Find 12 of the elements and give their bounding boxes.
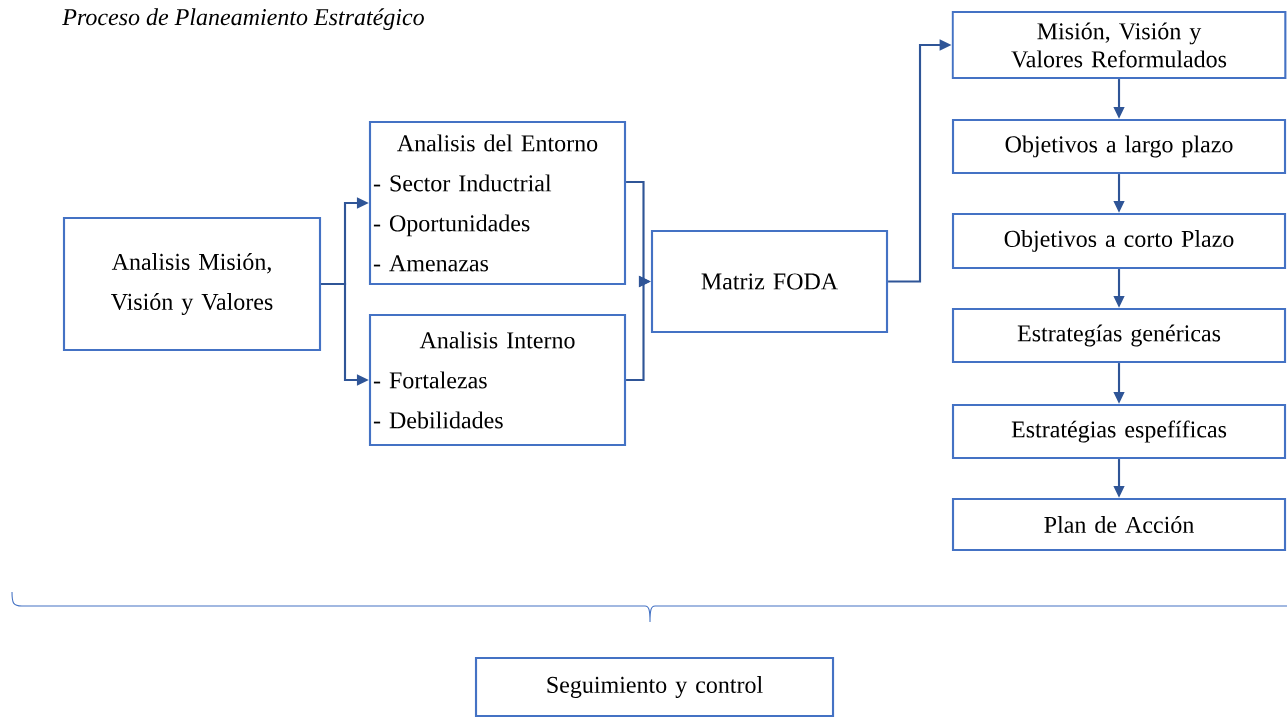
process-box: Misión, Visión y Valores Reformulados bbox=[951, 10, 1287, 80]
process-box: Estrategías genéricas bbox=[951, 307, 1287, 364]
process-box: Objetivos a corto Plazo bbox=[951, 212, 1287, 270]
process-box: Seguimiento y control bbox=[474, 656, 835, 718]
process-box: Estratégias espefíficas bbox=[951, 403, 1287, 460]
process-box: Matriz FODA bbox=[650, 229, 889, 334]
process-box: Analisis Misión, Visión y Valores bbox=[62, 216, 322, 352]
process-box: Analisis Interno - Fortalezas - Debilidades bbox=[368, 313, 627, 447]
process-box: Objetivos a largo plazo bbox=[951, 118, 1287, 175]
process-box: Analisis del Entorno - Sector Inductrial - Oportunidades - Amenazas bbox=[368, 120, 627, 286]
process-box: Plan de Acción bbox=[951, 497, 1287, 552]
title: Proceso de Planeamiento Estratégico bbox=[62, 8, 424, 31]
